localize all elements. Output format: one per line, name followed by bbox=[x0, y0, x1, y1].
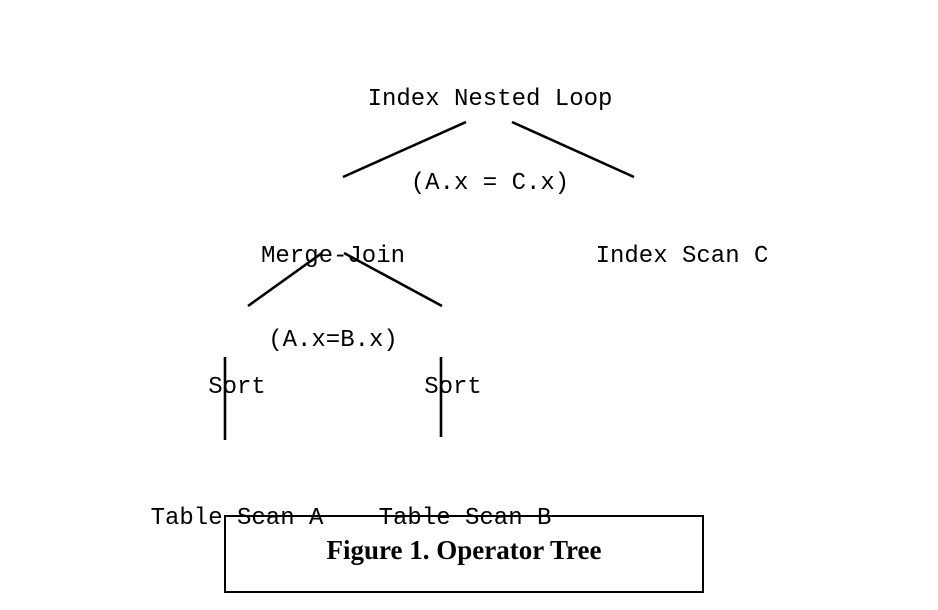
edge-merge-join-to-sort-left bbox=[247, 251, 323, 308]
node-index-nested-loop-predicate: (A.x = C.x) bbox=[410, 170, 570, 197]
node-table-scan-b-name: Table Scan B bbox=[378, 505, 552, 532]
edge-root-to-index-scan-c bbox=[511, 120, 635, 179]
node-sort-left: Sort bbox=[208, 318, 266, 458]
node-sort-right-name: Sort bbox=[424, 374, 482, 401]
edge-root-to-merge-join bbox=[342, 120, 467, 179]
node-table-scan-a-name: Table Scan A bbox=[150, 505, 324, 532]
edge-merge-join-to-sort-right bbox=[343, 251, 443, 308]
node-index-scan-c: Index Scan C bbox=[596, 187, 769, 327]
figure-caption-box: Figure 1. Operator Tree bbox=[224, 515, 704, 593]
node-table-scan-a: Table Scan A bbox=[151, 449, 324, 589]
node-merge-join-name: Merge-Join bbox=[260, 243, 406, 270]
node-index-nested-loop-name: Index Nested Loop bbox=[367, 86, 613, 113]
node-index-nested-loop: Index Nested Loop (A.x = C.x) bbox=[368, 30, 613, 254]
node-merge-join-predicate: (A.x=B.x) bbox=[268, 327, 398, 354]
node-merge-join: Merge-Join (A.x=B.x) bbox=[261, 187, 405, 411]
node-table-scan-b: Table Scan B bbox=[379, 449, 552, 589]
node-index-scan-c-name: Index Scan C bbox=[595, 243, 769, 270]
node-sort-right: Sort bbox=[424, 318, 482, 458]
node-sort-left-name: Sort bbox=[208, 374, 266, 401]
figure-caption: Figure 1. Operator Tree bbox=[326, 534, 602, 565]
